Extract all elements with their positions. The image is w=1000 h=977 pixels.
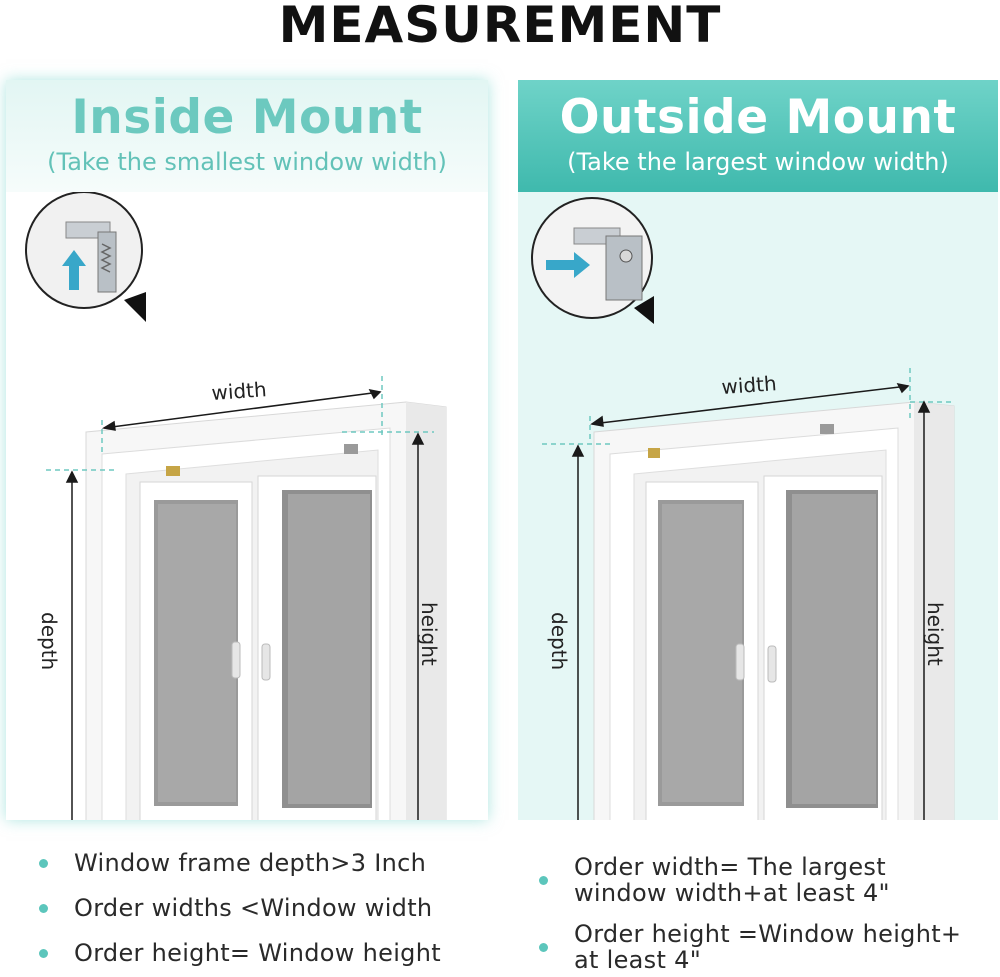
bracket-right bbox=[344, 444, 358, 454]
window-sash-right bbox=[257, 475, 377, 820]
window-sash-right bbox=[763, 475, 883, 820]
window-sash-left bbox=[645, 481, 759, 820]
measure-guides bbox=[542, 368, 952, 445]
list-item: Order height =Window height+ at least 4" bbox=[536, 921, 986, 973]
inside-window-illustration: width depth height bbox=[25, 192, 447, 820]
outside-mount-header: Outside Mount (Take the largest window w… bbox=[518, 80, 998, 192]
bracket-callout bbox=[531, 197, 654, 324]
inside-mount-title: Inside Mount bbox=[71, 90, 423, 145]
inside-mount-diagram: width depth height bbox=[6, 192, 488, 820]
arrow-up-icon bbox=[62, 250, 86, 290]
inside-mount-notes: Window frame depth>3 Inch Order widths <… bbox=[36, 850, 476, 977]
list-item: Order widths <Window width bbox=[36, 895, 476, 940]
inside-mount-header: Inside Mount (Take the smallest window w… bbox=[6, 80, 488, 192]
outside-mount-diagram: width depth height bbox=[518, 192, 998, 820]
inside-mount-panel: Inside Mount (Take the smallest window w… bbox=[6, 80, 488, 820]
list-item: Order width= The largest window width+at… bbox=[536, 854, 986, 906]
page-title: MEASUREMENT bbox=[278, 0, 722, 54]
outside-mount-panel: Outside Mount (Take the largest window w… bbox=[518, 80, 998, 820]
list-item: Window frame depth>3 Inch bbox=[36, 850, 476, 895]
bullet-dot-icon bbox=[39, 949, 48, 958]
width-label: width bbox=[211, 377, 268, 405]
arrow-right-icon bbox=[546, 252, 590, 278]
height-label: height bbox=[417, 602, 441, 666]
measure-arrows bbox=[571, 382, 931, 820]
inside-mount-subtitle: (Take the smallest window width) bbox=[47, 148, 447, 176]
window-sash-left bbox=[139, 481, 253, 820]
width-label: width bbox=[721, 371, 778, 399]
bullet-dot-icon bbox=[39, 904, 48, 913]
bracket-left bbox=[166, 466, 180, 476]
list-item: Order height= Window height bbox=[36, 940, 476, 977]
height-label: height bbox=[923, 602, 947, 666]
bullet-dot-icon bbox=[39, 859, 48, 868]
outside-mount-title: Outside Mount bbox=[559, 90, 957, 145]
depth-label: depth bbox=[37, 612, 61, 670]
outside-mount-subtitle: (Take the largest window width) bbox=[567, 148, 949, 176]
bracket-right bbox=[820, 424, 834, 434]
measure-guides bbox=[46, 376, 434, 471]
outside-mount-notes: Order width= The largest window width+at… bbox=[536, 854, 986, 977]
bracket-left bbox=[648, 448, 660, 458]
bullet-dot-icon bbox=[539, 943, 548, 952]
bullet-dot-icon bbox=[539, 876, 548, 885]
bracket-callout bbox=[25, 192, 146, 322]
outside-window-illustration: width depth height bbox=[531, 197, 955, 820]
depth-label: depth bbox=[547, 612, 571, 670]
measure-arrows bbox=[65, 388, 425, 820]
